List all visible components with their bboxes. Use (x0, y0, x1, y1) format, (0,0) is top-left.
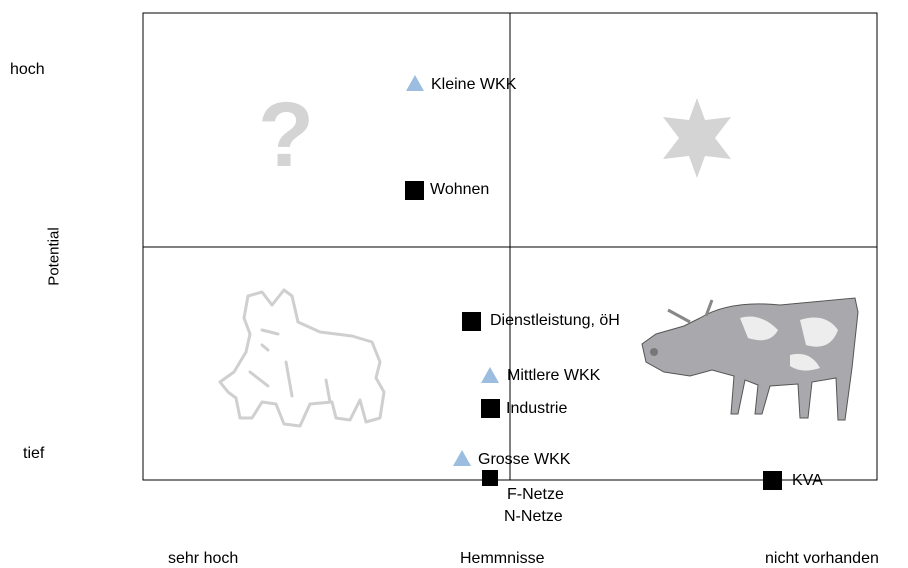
point-label-kleine-wkk: Kleine WKK (431, 76, 517, 93)
y-axis-low-label: tief (23, 445, 45, 462)
dog-icon (218, 288, 386, 428)
x-axis-right-label: nicht vorhanden (765, 550, 879, 567)
y-axis-title: Potential (45, 227, 63, 286)
point-label-grosse-wkk: Grosse WKK (478, 451, 571, 468)
point-label-industrie: Industrie (506, 400, 568, 417)
marker-grosse-wkk (453, 450, 471, 466)
point-label-f-netze: F-Netze (507, 486, 564, 503)
point-label-n-netze: N-Netze (504, 508, 563, 525)
star-icon (663, 98, 731, 178)
point-label-dienstleistung: Dienstleistung, öH (490, 312, 620, 329)
marker-netze (482, 470, 498, 486)
question-mark-icon: ? (258, 84, 314, 186)
cow-icon (641, 297, 859, 421)
point-label-kva: KVA (792, 472, 823, 489)
x-axis-title: Hemmnisse (460, 550, 545, 567)
marker-kleine-wkk (406, 75, 424, 91)
x-axis-left-label: sehr hoch (168, 550, 239, 567)
point-label-mittlere-wkk: Mittlere WKK (507, 367, 601, 384)
marker-dienstleistung (462, 312, 481, 331)
y-axis-high-label: hoch (10, 61, 45, 78)
marker-wohnen (405, 181, 424, 200)
point-label-wohnen: Wohnen (430, 181, 490, 198)
marker-kva (763, 471, 782, 490)
markers-layer (405, 75, 782, 490)
marker-industrie (481, 399, 500, 418)
marker-mittlere-wkk (481, 367, 499, 383)
